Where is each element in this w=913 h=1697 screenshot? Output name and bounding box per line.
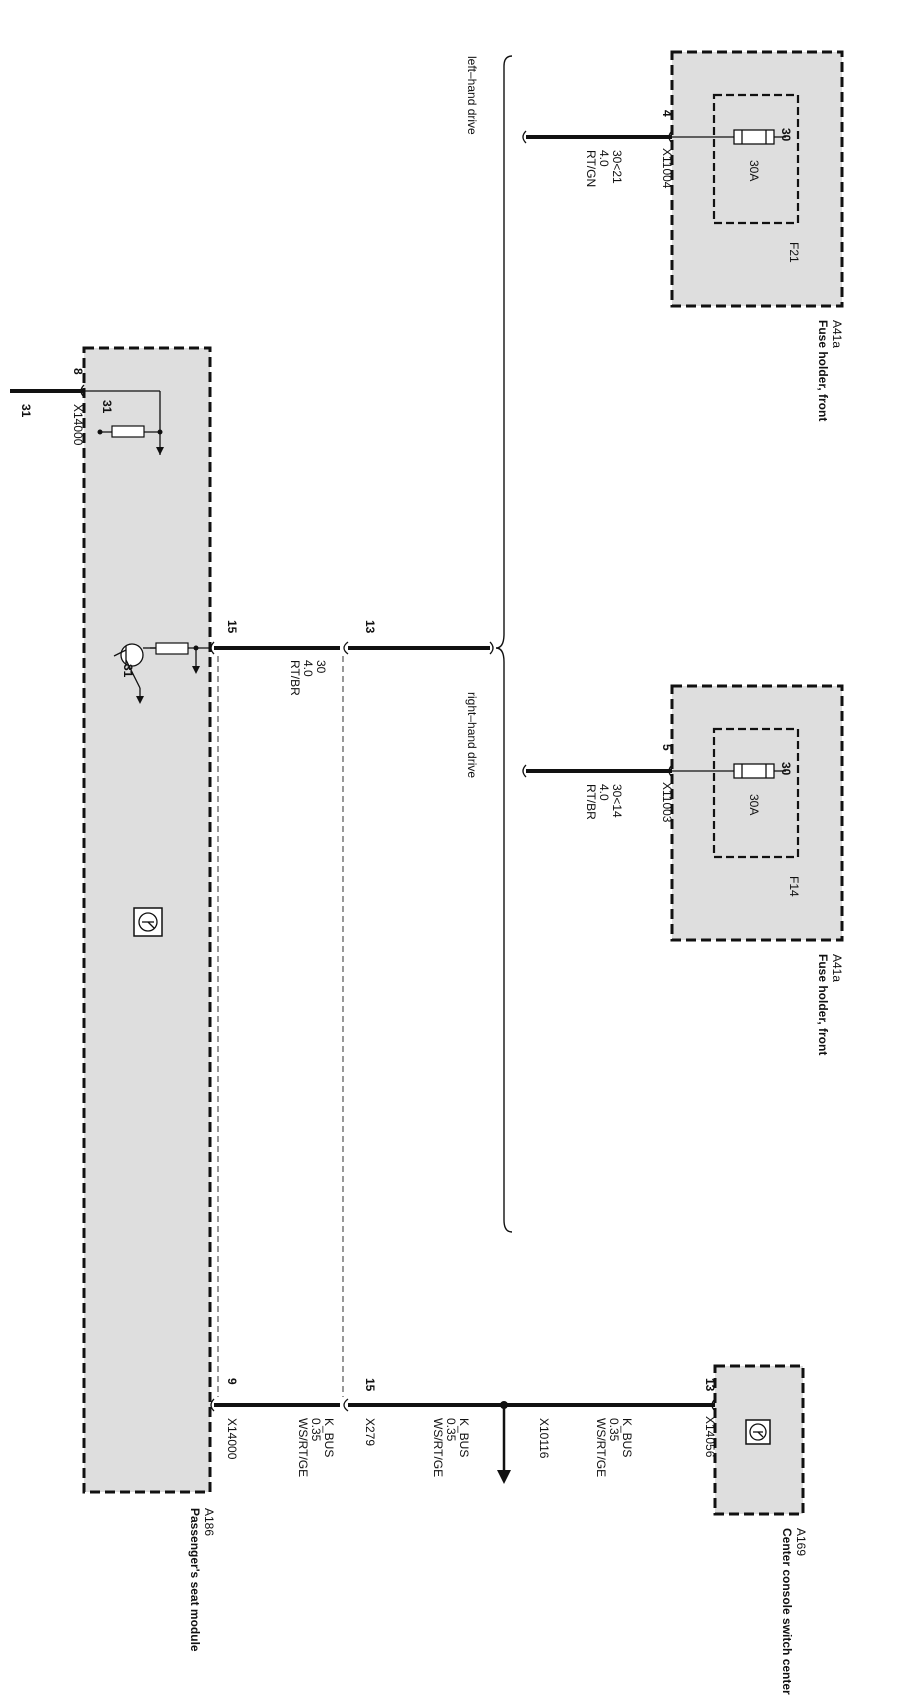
fuse-f14-box: [712, 727, 800, 859]
kbus-1-color: WS/RT/GE: [594, 1418, 608, 1477]
fuse-2-holder-name: Fuse holder, front: [816, 954, 830, 1055]
fuse-1-pin: 4: [660, 110, 674, 117]
kbus-2-color: WS/RT/GE: [431, 1418, 445, 1477]
fuse-2-wire-color: RT/BR: [584, 784, 598, 820]
kbus-1-connector: X10116: [537, 1418, 551, 1459]
seat-ground-pin: 8: [71, 368, 85, 375]
power-color: RT/BR: [288, 660, 302, 696]
fuse-2-terminal: 30: [779, 762, 793, 776]
ground-wire-label: 31: [19, 404, 33, 418]
seat-power-pin: 15: [225, 620, 239, 634]
fuse-1-terminal: 30: [779, 128, 793, 142]
kbus-3-name: K_BUS: [322, 1418, 336, 1457]
kbus-2-size: 0.35: [444, 1418, 458, 1442]
fuse-1-rating: 30A: [747, 160, 761, 181]
kbus-2-connector: X279: [363, 1418, 377, 1446]
switch-name-line: Center console switch center: [780, 1528, 794, 1695]
switch-pin: 13: [703, 1378, 717, 1392]
seat-kbus-connector: X14000: [225, 1418, 239, 1460]
fuse-1-wire-circuit: 30<21: [610, 150, 624, 184]
fuse-2-connector: X11003: [660, 782, 674, 823]
fuse-2-holder-id: A41a: [830, 954, 844, 982]
switch-connector: X14056: [703, 1416, 717, 1458]
fuse-2-fuse-id: F14: [787, 876, 801, 897]
kbus-1-name: K_BUS: [620, 1418, 634, 1457]
right-hand-drive-label: right–hand drive: [465, 692, 479, 778]
fuse-f21-box: [712, 93, 800, 225]
switch-id: A169: [794, 1528, 808, 1556]
kbus-continue-arrow: [497, 1470, 511, 1484]
fuse-1-connector: X11004: [660, 148, 674, 189]
kbus-3-color: WS/RT/GE: [296, 1418, 310, 1477]
fuse-1-wire-size: 4.0: [597, 150, 611, 167]
control-unit-icon: [745, 1419, 771, 1445]
kbus-2-pin: 15: [363, 1378, 377, 1392]
fuse-1-wire-color: RT/GN: [584, 150, 598, 187]
fuse-2-wire-circuit: 30<14: [610, 784, 624, 818]
fuse-2-pin: 5: [660, 744, 674, 751]
fuse-2-wire-size: 4.0: [597, 784, 611, 801]
power-circuit: 30: [314, 660, 328, 674]
fuse-f14-element: [733, 763, 775, 779]
fuse-1-holder-id: A41a: [830, 320, 844, 348]
seat-kbus-pin: 9: [225, 1378, 239, 1385]
fuse-1-fuse-id: F21: [787, 242, 801, 263]
power-junction-pin: 13: [363, 620, 377, 634]
control-unit-icon: [133, 907, 163, 937]
kbus-3-size: 0.35: [309, 1418, 323, 1442]
transistor-ground-label: 31: [121, 664, 135, 678]
seat-ground-connector: X14000: [71, 404, 85, 446]
seat-module-id: A186: [202, 1508, 216, 1536]
transistor-circuit: [113, 642, 210, 704]
left-hand-drive-label: left–hand drive: [465, 56, 479, 135]
fuse-2-rating: 30A: [747, 794, 761, 815]
fuse-f21-element: [733, 129, 775, 145]
fuse-1-holder-name: Fuse holder, front: [816, 320, 830, 421]
ground-resistor-circuit: [84, 390, 164, 455]
power-size: 4.0: [301, 660, 315, 677]
kbus-1-size: 0.35: [607, 1418, 621, 1442]
seat-module-name: Passenger's seat module: [188, 1508, 202, 1652]
drive-brace: [495, 55, 513, 1233]
kbus-2-name: K_BUS: [457, 1418, 471, 1457]
seat-ground-inner: 31: [100, 400, 114, 414]
